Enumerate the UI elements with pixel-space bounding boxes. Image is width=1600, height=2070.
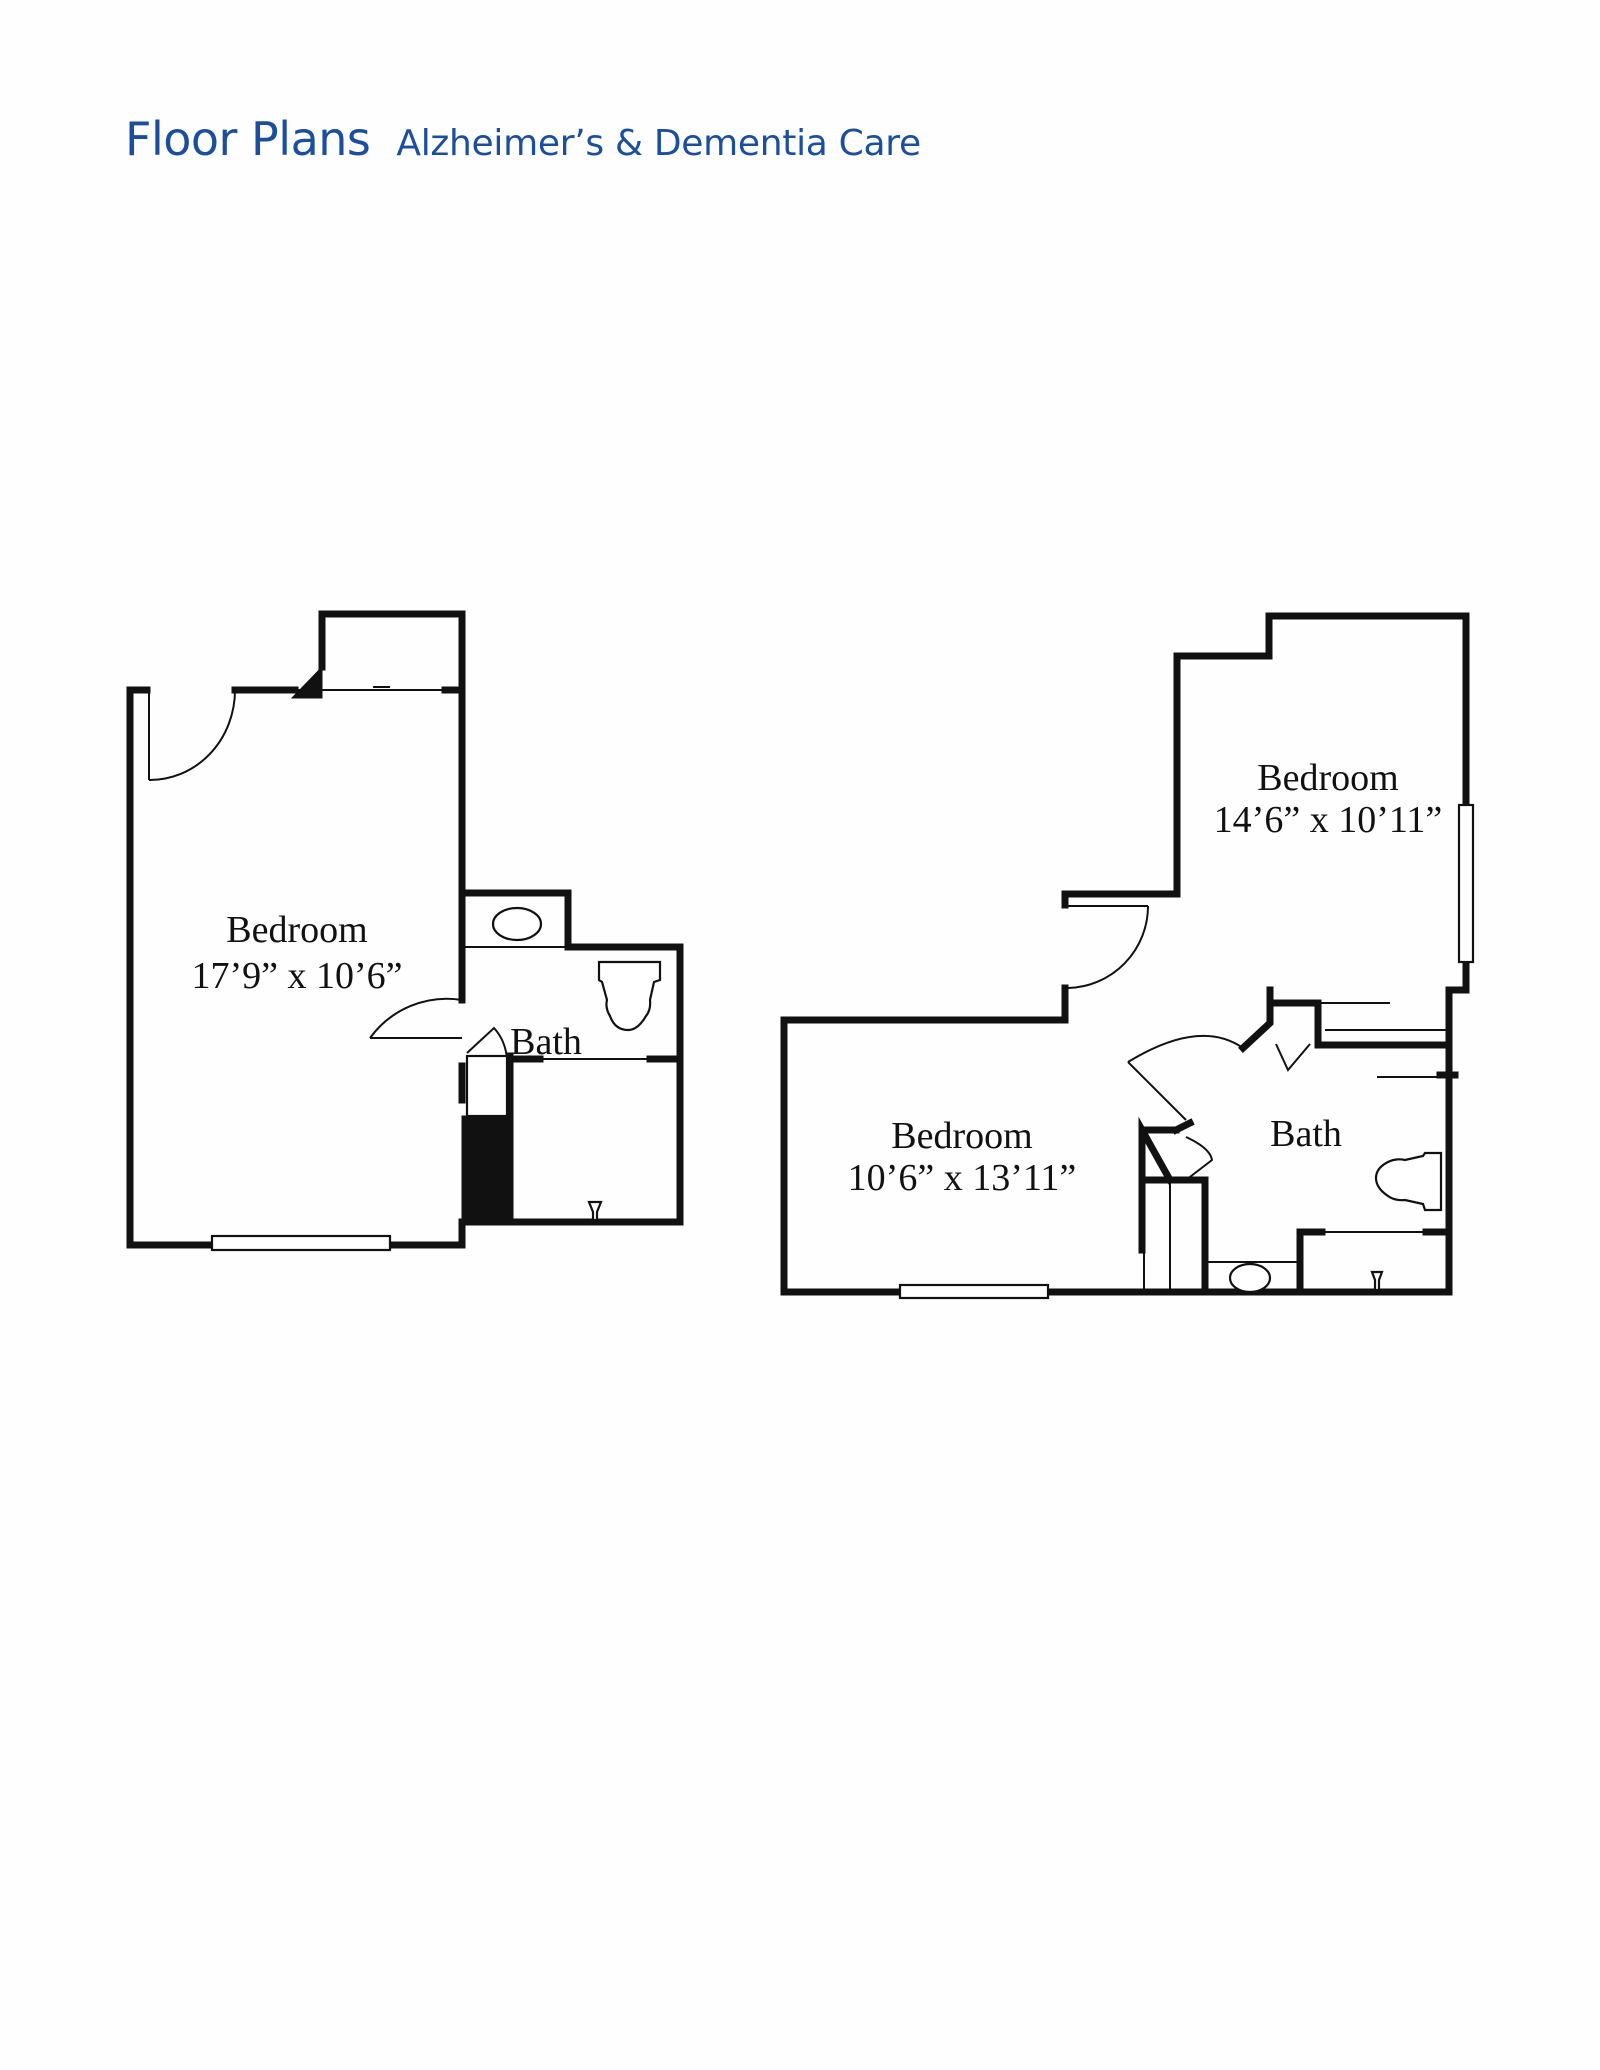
room-size: 10’6” x 13’11” (848, 1157, 1077, 1199)
shower-head-icon (1370, 1270, 1384, 1292)
studio-window (210, 1234, 392, 1252)
page-header: Floor Plans Alzheimer’s & Dementia Care (125, 112, 921, 166)
room-name: Bedroom (891, 1115, 1032, 1157)
room-name: Bath (1270, 1113, 1342, 1155)
upper-bedroom-window (1457, 803, 1475, 964)
room-name: Bedroom (226, 909, 367, 951)
room-size: 14’6” x 10’11” (1214, 799, 1443, 841)
bath-door (369, 997, 463, 1039)
page-title: Floor Plans (125, 112, 371, 166)
closet-corner (290, 665, 323, 699)
suite-entry-door (1067, 905, 1149, 989)
room-name: Bath (510, 1021, 582, 1063)
sink-icon (1228, 1262, 1272, 1294)
room-name: Bedroom (1257, 757, 1398, 799)
shower-head-icon (587, 1200, 603, 1222)
floor-plan-companion: Bedroom 14’6” x 10’11” Bedroom 10’6” x 1… (780, 612, 1475, 1300)
lower-bedroom-window (898, 1283, 1050, 1300)
entry-door (148, 689, 236, 782)
page-subtitle: Alzheimer’s & Dementia Care (396, 123, 921, 164)
closet-door (1185, 1136, 1214, 1181)
room-size: 17’9” x 10’6” (191, 955, 402, 997)
suite-bath-door (1127, 1034, 1244, 1121)
linen-door (1275, 1043, 1311, 1072)
linen-door (466, 1026, 508, 1059)
chase-block (461, 1115, 508, 1223)
vanity-sink-icon (491, 906, 543, 942)
toilet-icon (1374, 1151, 1443, 1212)
floor-plan-studio: Bedroom 17’9” x 10’6” Bath (126, 610, 684, 1252)
toilet-icon (597, 960, 662, 1032)
